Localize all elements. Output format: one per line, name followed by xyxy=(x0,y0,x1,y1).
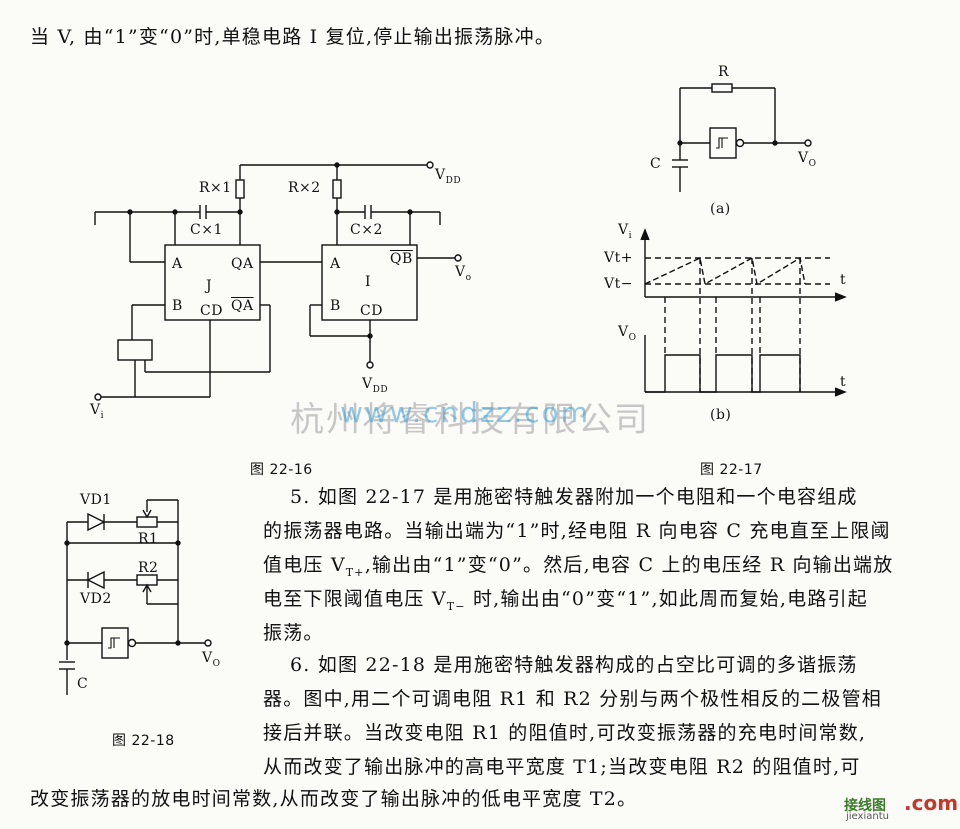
resistor-r2 xyxy=(136,574,158,586)
chip-j-pin-a: A xyxy=(172,256,183,272)
label-r2: R2 xyxy=(138,560,159,576)
chip-i-pin-cd: CD xyxy=(360,303,383,319)
resistor-r xyxy=(711,83,733,93)
figure-22-18-diagram xyxy=(59,499,212,695)
label-vi: Vi xyxy=(90,402,105,421)
figure-22-16-caption: 图 22-16 xyxy=(250,462,313,478)
paragraph-5-line-3: 值电压 VT+,输出由“1”变“0”。然后,电容 C 上的电压经 R 向输出端放 xyxy=(263,554,894,579)
paragraph-5-line-2: 的振荡器电路。当输出端为“1”时,经电阻 R 向电容 C 充电直至上限阈 xyxy=(263,520,891,542)
paragraph-6-line-2: 器。图中,用二个可调电阻 R1 和 R2 分别与两个极性相反的二极管相 xyxy=(263,688,882,710)
paragraph-5-line-5: 振荡。 xyxy=(263,622,324,644)
label-rx1: R×1 xyxy=(199,180,232,196)
chip-i-pin-qb-bar: QB xyxy=(390,251,413,267)
label-vo-18: VO xyxy=(202,650,221,669)
label-c-18: C xyxy=(77,676,89,692)
label-b: (b) xyxy=(710,407,732,423)
paragraph-5-line-1: 5. 如图 22-17 是用施密特触发器附加一个电阻和一个电容组成 xyxy=(290,486,858,508)
watermark-url: www.cndzz.com xyxy=(340,396,591,429)
resistor-rx2 xyxy=(332,179,342,199)
chip-j-pin-cd: CD xyxy=(200,303,223,319)
paragraph-6-line-5: 改变振荡器的放电时间常数,从而改变了输出脉冲的低电平宽度 T2。 xyxy=(30,788,638,810)
label-a: (a) xyxy=(710,201,731,217)
paragraph-6-line-3: 接后并联。当改变电阻 R1 的阻值时,可改变振荡器的充电时间常数, xyxy=(263,722,867,744)
chip-j-name: J xyxy=(206,278,213,294)
chip-j-pin-qa-bar: QA xyxy=(231,298,254,314)
input-block xyxy=(117,339,153,361)
figure-22-17-caption: 图 22-17 xyxy=(700,462,763,478)
label-r: R xyxy=(718,64,730,80)
label-vdd-bottom: VDD xyxy=(362,376,389,395)
label-t1: t xyxy=(840,272,847,288)
resistor-rx1 xyxy=(235,179,245,199)
chip-i-pin-a: A xyxy=(330,256,341,272)
label-cx1: C×1 xyxy=(190,222,223,238)
label-vi-b: Vi xyxy=(618,222,633,241)
paragraph-5-line-4: 电至下限阈值电压 VT− 时,输出由“0”变“1”,如此周而复始,电路引起 xyxy=(263,588,868,613)
text-line-top: 当 V, 由“1”变“0”时,单稳电路 I 复位,停止输出振荡脉冲。 xyxy=(30,26,556,48)
label-vd1: VD1 xyxy=(80,492,112,508)
watermark: 杭州将睿科技有限公司 xyxy=(290,400,650,440)
label-vd2: VD2 xyxy=(80,591,112,607)
label-vo-b: VO xyxy=(618,324,637,343)
label-r1: R1 xyxy=(138,531,159,547)
paragraph-6-line-4: 从而改变了输出脉冲的高电平宽度 T1;当改变电阻 R2 的阻值时,可 xyxy=(263,756,861,778)
label-t2: t xyxy=(840,374,847,390)
label-vdd-top: VDD xyxy=(435,167,462,186)
label-c: C xyxy=(650,156,662,172)
label-vt-plus: Vt+ xyxy=(604,250,633,266)
chip-j-pin-b: B xyxy=(172,298,183,314)
label-vt-minus: Vt− xyxy=(604,276,633,292)
label-rx2: R×2 xyxy=(288,180,321,196)
label-cx2: C×2 xyxy=(350,222,383,238)
chip-j-pin-qa: QA xyxy=(231,256,254,272)
label-vo-a: VO xyxy=(798,150,817,169)
label-vo: Vo xyxy=(455,264,472,283)
chip-j xyxy=(164,244,261,321)
schmitt-trigger xyxy=(101,627,129,659)
figure-22-17-b-waveform xyxy=(640,228,847,397)
resistor-r1 xyxy=(136,516,158,528)
chip-i-pin-b: B xyxy=(330,298,341,314)
figure-22-18-caption: 图 22-18 xyxy=(112,733,175,749)
schmitt-trigger-a xyxy=(709,127,737,159)
site-logo: 接线图 .com jiexiantu xyxy=(844,791,959,822)
figure-22-16-diagram xyxy=(94,161,462,401)
figure-22-17-a-diagram xyxy=(672,83,812,192)
chip-i-name: I xyxy=(365,274,372,290)
paragraph-6-line-1: 6. 如图 22-18 是用施密特触发器构成的占空比可调的多谐振荡 xyxy=(290,654,858,676)
